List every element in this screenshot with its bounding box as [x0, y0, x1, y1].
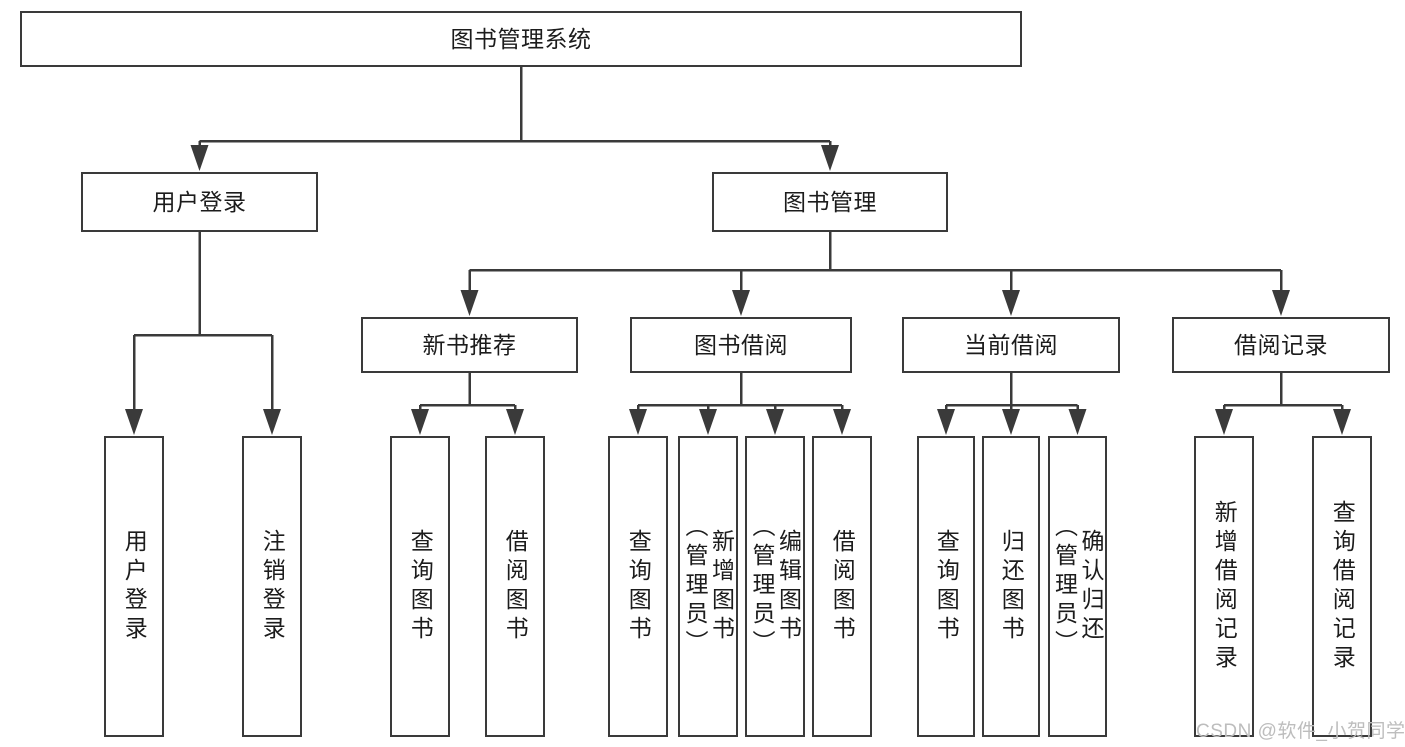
arrowhead-leaf-return-book: [1002, 409, 1020, 435]
node-bookmgmt[interactable]: 图书管理: [712, 172, 948, 232]
node-leaf-query-book-2[interactable]: 查询图书: [608, 436, 668, 737]
arrowhead-leaf-user-logout: [263, 409, 281, 435]
node-leaf-confirm-return[interactable]: 确认归还 （管理员）: [1048, 436, 1107, 737]
node-label: 查询图书: [407, 528, 434, 645]
node-label: 借阅图书: [502, 528, 529, 645]
arrowhead-leaf-query-record: [1333, 409, 1351, 435]
node-leaf-user-login[interactable]: 用户登录: [104, 436, 164, 737]
arrowhead-newbook: [460, 290, 479, 316]
node-records[interactable]: 借阅记录: [1172, 317, 1390, 373]
node-label: 新书推荐: [422, 331, 517, 358]
node-root[interactable]: 图书管理系统: [20, 11, 1022, 67]
node-leaf-query-record[interactable]: 查询借阅记录: [1312, 436, 1372, 737]
node-leaf-edit-book[interactable]: 编辑图书 （管理员）: [745, 436, 805, 737]
node-label: 借阅图书: [829, 528, 856, 645]
node-label: 查询图书: [933, 528, 960, 645]
arrowhead-leaf-borrow-book-1: [506, 409, 524, 435]
node-label: 编辑图书 （管理员）: [749, 514, 802, 659]
arrowhead-records: [1272, 290, 1290, 316]
node-label: 当前借阅: [964, 331, 1058, 358]
node-label: 用户登录: [121, 528, 148, 645]
node-label: 新增借阅记录: [1211, 499, 1238, 674]
node-label: 图书借阅: [694, 331, 788, 358]
arrowhead-leaf-add-book: [699, 409, 717, 435]
arrowhead-login: [190, 145, 209, 171]
node-leaf-query-book-1[interactable]: 查询图书: [390, 436, 450, 737]
node-borrow[interactable]: 图书借阅: [630, 317, 852, 373]
node-label: 查询借阅记录: [1329, 499, 1356, 674]
node-label: 借阅记录: [1234, 331, 1328, 358]
arrowhead-leaf-query-book-2: [629, 409, 647, 435]
node-leaf-query-book-3[interactable]: 查询图书: [917, 436, 975, 737]
node-leaf-return-book[interactable]: 归还图书: [982, 436, 1040, 737]
node-current[interactable]: 当前借阅: [902, 317, 1120, 373]
arrowhead-leaf-query-book-1: [411, 409, 429, 435]
node-leaf-user-logout[interactable]: 注销登录: [242, 436, 302, 737]
arrowhead-leaf-query-book-3: [937, 409, 955, 435]
node-newbook[interactable]: 新书推荐: [361, 317, 578, 373]
node-label: 图书管理: [783, 188, 877, 215]
node-label: 归还图书: [998, 528, 1025, 645]
node-label: 图书管理系统: [450, 25, 592, 52]
arrowhead-borrow: [732, 290, 750, 316]
node-label: 新增图书 （管理员）: [682, 514, 735, 659]
arrowhead-leaf-add-record: [1215, 409, 1233, 435]
node-label: 查询图书: [625, 528, 652, 645]
arrowhead-current: [1002, 290, 1020, 316]
arrowhead-bookmgmt: [821, 145, 839, 171]
node-leaf-add-record[interactable]: 新增借阅记录: [1194, 436, 1254, 737]
arrowhead-leaf-confirm-return: [1068, 409, 1087, 435]
watermark: CSDN @软件_小贺同学: [1196, 721, 1405, 742]
node-login[interactable]: 用户登录: [81, 172, 318, 232]
node-label: 确认归还 （管理员）: [1051, 514, 1104, 659]
node-label: 注销登录: [259, 528, 286, 645]
node-leaf-borrow-book-1[interactable]: 借阅图书: [485, 436, 545, 737]
arrowhead-leaf-borrow-book-2: [833, 409, 851, 435]
arrowhead-leaf-edit-book: [766, 409, 784, 435]
node-label: 用户登录: [152, 188, 247, 215]
node-leaf-borrow-book-2[interactable]: 借阅图书: [812, 436, 872, 737]
arrowhead-leaf-user-login: [125, 409, 143, 435]
node-leaf-add-book[interactable]: 新增图书 （管理员）: [678, 436, 738, 737]
